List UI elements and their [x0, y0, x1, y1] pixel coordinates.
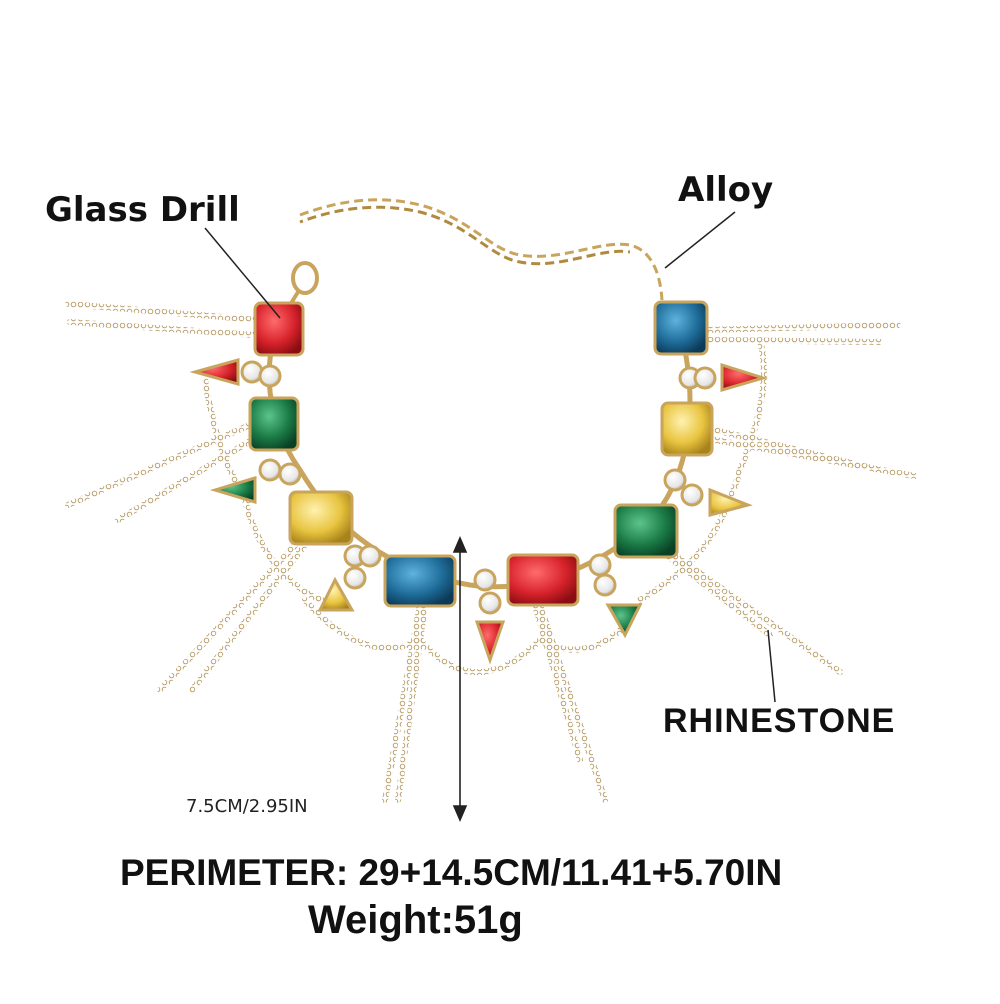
green-rectangle-gem-right [613, 503, 679, 559]
green-teardrop-gem [209, 475, 257, 505]
rhinestone-leader [767, 629, 776, 703]
glass-drill-leader [204, 227, 281, 319]
glass-drill-label: Glass Drill [45, 190, 240, 230]
perimeter-label: PERIMETER: 29+14.5CM/11.41+5.70IN [120, 852, 783, 893]
alloy-leader [664, 211, 736, 269]
green-rectangle-gem [248, 396, 300, 452]
blue-rectangle-gem-right [653, 300, 709, 356]
red-teardrop-gem-center [474, 620, 506, 665]
red-teardrop-gem [189, 358, 240, 386]
height-dimension-arrow [452, 535, 468, 823]
alloy-label: Alloy [678, 170, 774, 210]
yellow-rectangle-gem [288, 490, 354, 546]
blue-rectangle-gem [383, 554, 457, 608]
red-rectangle-gem-center [506, 553, 580, 607]
red-teardrop-gem-right [720, 362, 769, 393]
height-dimension-label: 7.5CM/2.95IN [186, 796, 308, 817]
rhinestone-label: RHINESTONE [663, 702, 896, 740]
gems [189, 300, 769, 665]
green-teardrop-gem-right [605, 603, 643, 639]
lobster-clasp [288, 261, 319, 307]
yellow-rectangle-gem-right [660, 401, 714, 457]
yellow-teardrop-gem-right [708, 487, 753, 517]
yellow-teardrop-gem [317, 576, 355, 612]
callout-lines [204, 211, 776, 703]
red-rectangle-gem [253, 301, 305, 357]
weight-label: Weight:51g [308, 898, 523, 942]
clear-rhinestones [240, 360, 717, 615]
extender-chain [299, 198, 664, 301]
